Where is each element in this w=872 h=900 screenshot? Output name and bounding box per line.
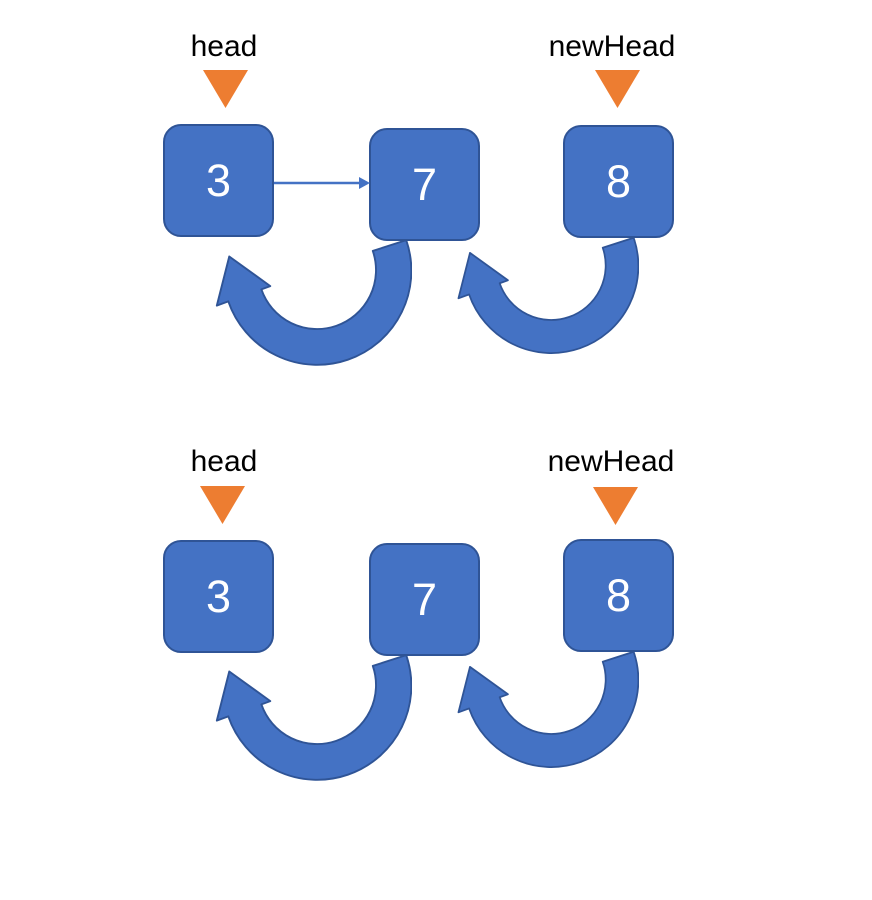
- node-value: 7: [411, 159, 438, 210]
- head-pointer-triangle-icon: [200, 486, 245, 524]
- list-node-8: 8: [563, 125, 674, 238]
- node-value: 7: [411, 574, 438, 625]
- pointer-label-head: head: [190, 30, 258, 63]
- node-value: 3: [205, 155, 232, 206]
- next-arrow-3-to-7: [274, 177, 370, 189]
- pointer-label-head: head: [190, 445, 258, 478]
- node-value: 3: [205, 571, 232, 622]
- list-node-7: 7: [369, 128, 480, 241]
- newhead-pointer-triangle-icon: [593, 487, 638, 525]
- head-pointer-triangle-icon: [203, 70, 248, 108]
- list-node-3: 3: [163, 540, 274, 653]
- list-node-8: 8: [563, 539, 674, 652]
- newhead-pointer-triangle-icon: [595, 70, 640, 108]
- list-node-3: 3: [163, 124, 274, 237]
- list-node-7: 7: [369, 543, 480, 656]
- pointer-label-newhead: newHead: [548, 30, 676, 63]
- reversed-arrow-8-to-7: [457, 650, 639, 768]
- pointer-label-newhead: newHead: [547, 445, 675, 478]
- node-value: 8: [605, 570, 632, 621]
- reversed-arrow-8-to-7: [457, 236, 639, 354]
- reversed-arrow-7-to-3: [215, 654, 412, 781]
- reversed-arrow-7-to-3: [215, 239, 412, 366]
- node-value: 8: [605, 156, 632, 207]
